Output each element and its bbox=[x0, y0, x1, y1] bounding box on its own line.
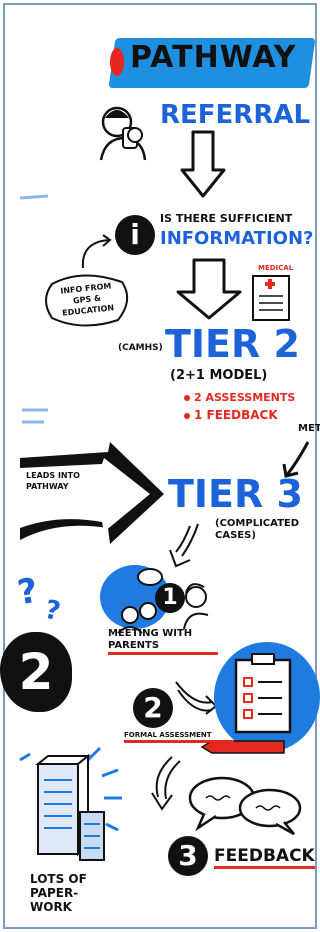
down-arrow-icon bbox=[151, 756, 181, 811]
decorative-stroke bbox=[19, 194, 49, 200]
right-arrow-icon bbox=[20, 442, 164, 544]
step2-badge: 2 bbox=[133, 688, 173, 728]
down-arrow-icon bbox=[176, 258, 242, 320]
paperwork-label: LOTS OF PAPER-WORK bbox=[30, 872, 87, 914]
info-icon: i bbox=[115, 215, 155, 255]
down-arrow-icon bbox=[169, 523, 199, 568]
tier2-model: (2+1 MODEL) bbox=[170, 368, 268, 383]
step2-label: FORMAL ASSESSMENT bbox=[124, 730, 234, 743]
medical-clipboard-icon bbox=[252, 275, 290, 321]
tier3-title: TIER 3 bbox=[168, 472, 303, 516]
person-icon bbox=[99, 106, 147, 161]
step1-badge: 1 bbox=[155, 583, 185, 613]
tier2-prefix: (CAMHS) bbox=[118, 343, 163, 353]
title-bullet bbox=[110, 48, 124, 76]
referral-label: REFERRAL bbox=[160, 100, 311, 130]
arrow-label: LEADS INTO PATHWAY bbox=[26, 471, 80, 491]
building-icon bbox=[19, 746, 122, 861]
tier3-note: (COMPLICATED CASES) bbox=[215, 518, 300, 541]
question-line2: INFORMATION? bbox=[160, 228, 314, 249]
down-arrow-icon bbox=[180, 130, 226, 198]
meeting-people-icon bbox=[117, 568, 209, 634]
checklist-clipboard-icon bbox=[234, 653, 292, 734]
medical-label: MEDICAL bbox=[258, 264, 294, 272]
step2-badge-large: 2 bbox=[0, 632, 72, 712]
speech-bubbles-icon bbox=[188, 776, 302, 836]
feedback-item: 1 FEEDBACK bbox=[194, 408, 278, 422]
info-source-label: INFO FROM GPS & EDUCATION bbox=[59, 281, 115, 318]
question-line1: IS THERE SUFFICIENT bbox=[160, 212, 293, 225]
page-title: PATHWAY bbox=[130, 40, 297, 75]
step1-label: MEETING WITH PARENTS bbox=[108, 628, 218, 655]
page-frame bbox=[3, 3, 317, 929]
assessments-item: 2 ASSESSMENTS bbox=[194, 391, 296, 404]
decorative-stroke bbox=[22, 408, 48, 424]
step3-badge: 3 bbox=[168, 836, 208, 876]
step3-label: FEEDBACK bbox=[214, 846, 315, 869]
met-arrow bbox=[282, 441, 310, 478]
bullet-dot bbox=[184, 413, 190, 419]
curved-arrow bbox=[81, 234, 112, 269]
tier2-title: TIER 2 bbox=[165, 322, 300, 366]
info-source-bubble bbox=[45, 274, 129, 327]
met-label: MET bbox=[298, 423, 320, 434]
bullet-dot bbox=[184, 395, 190, 401]
